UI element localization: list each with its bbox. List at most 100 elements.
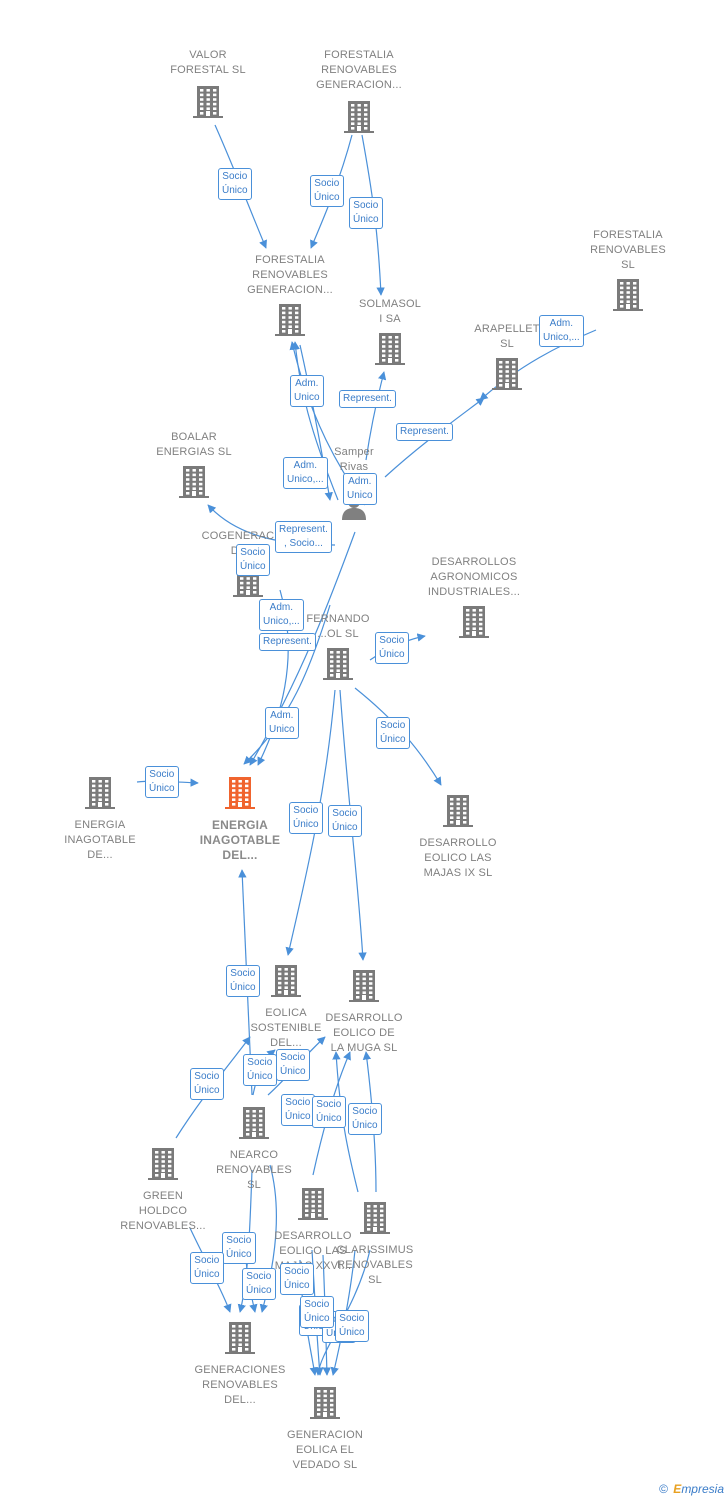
node-fernando[interactable]: FERNANDO ...OL SL	[273, 612, 403, 685]
node-label: ARAPELLET SL	[474, 323, 540, 350]
building-icon	[273, 646, 403, 685]
node-boalar[interactable]: BOALAR ENERGIAS SL	[129, 430, 259, 503]
relation-badge[interactable]: Socio Único	[222, 1232, 256, 1264]
node-frsl[interactable]: FORESTALIA RENOVABLES SL	[563, 228, 693, 316]
relation-badge[interactable]: Socio Único	[289, 802, 323, 834]
footer: © Empresia	[659, 1482, 724, 1496]
building-icon	[325, 331, 455, 370]
relation-badge[interactable]: Socio Único	[276, 1049, 310, 1081]
relation-badge[interactable]: Socio Único	[218, 168, 252, 200]
relation-badge[interactable]: Socio Único	[300, 1296, 334, 1328]
building-icon	[260, 1385, 390, 1424]
building-icon	[442, 356, 572, 395]
node-nearco[interactable]: NEARCO RENOVABLES SL	[189, 1105, 319, 1193]
building-icon	[393, 793, 523, 832]
node-label: DESARROLLO EOLICO DE LA MUGA SL	[325, 1012, 403, 1054]
relation-badge[interactable]: Socio Único	[281, 1094, 315, 1126]
node-label: SOLMASOL I SA	[358, 298, 422, 325]
relation-badge[interactable]: Socio Único	[376, 717, 410, 749]
building-icon	[409, 604, 539, 643]
building-icon	[175, 775, 305, 814]
building-icon	[294, 99, 424, 138]
relation-badge[interactable]: Represent.	[339, 390, 396, 408]
node-einag2[interactable]: ENERGIA INAGOTABLE DEL...	[175, 775, 305, 863]
node-arapellet[interactable]: ARAPELLET SL	[442, 322, 572, 395]
node-label: GENERACION EOLICA EL VEDADO SL	[287, 1429, 363, 1471]
building-icon	[98, 1146, 228, 1185]
node-label: DESARROLLO EOLICO LAS MAJAS IX SL	[419, 837, 497, 879]
node-eolsost[interactable]: EOLICA SOSTENIBLE DEL...	[221, 963, 351, 1051]
node-green[interactable]: GREEN HOLDCO RENOVABLES...	[98, 1146, 228, 1234]
relation-badge[interactable]: Socio Único	[310, 175, 344, 207]
building-icon	[189, 1105, 319, 1144]
node-label: GREEN HOLDCO RENOVABLES...	[120, 1190, 206, 1232]
node-label: DESARROLLOS AGRONOMICOS INDUSTRIALES...	[427, 556, 521, 598]
building-icon	[225, 302, 355, 341]
brand-initial: E	[673, 1482, 682, 1496]
relation-badge[interactable]: Adm. Unico,...	[539, 315, 584, 347]
node-majas9[interactable]: DESARROLLO EOLICO LAS MAJAS IX SL	[393, 793, 523, 881]
relation-badge[interactable]: Represent. , Socio...	[275, 521, 332, 553]
relation-badge[interactable]: Socio Único	[375, 632, 409, 664]
relation-badge[interactable]: Socio Único	[242, 1268, 276, 1300]
relation-edge	[243, 604, 331, 765]
relation-edge	[285, 689, 336, 956]
node-label: FORESTALIA RENOVABLES GENERACION...	[316, 49, 402, 91]
node-solmasol[interactable]: SOLMASOL I SA	[325, 297, 455, 370]
relation-badge[interactable]: Adm. Unico	[265, 707, 299, 739]
copyright-symbol: ©	[659, 1482, 668, 1496]
relation-badge[interactable]: Socio Único	[190, 1068, 224, 1100]
node-label: EOLICA SOSTENIBLE DEL...	[250, 1007, 322, 1049]
relation-badge[interactable]: Socio Único	[335, 1310, 369, 1342]
node-label: ENERGIA INAGOTABLE DEL...	[199, 818, 281, 862]
brand-name: mpresia	[681, 1482, 724, 1496]
relation-badge[interactable]: Socio Único	[348, 1103, 382, 1135]
building-icon	[129, 464, 259, 503]
relation-badge[interactable]: Adm. Unico,...	[283, 457, 328, 489]
building-icon	[310, 1200, 440, 1239]
node-muga[interactable]: DESARROLLO EOLICO DE LA MUGA SL	[299, 968, 429, 1056]
relation-badge[interactable]: Socio Único	[236, 544, 270, 576]
relation-badge[interactable]: Socio Único	[190, 1252, 224, 1284]
node-label: GENERACIONES RENOVABLES DEL...	[194, 1364, 286, 1406]
relation-badge[interactable]: Socio Único	[243, 1054, 277, 1086]
node-label: FORESTALIA RENOVABLES SL	[590, 229, 666, 271]
building-icon	[299, 968, 429, 1007]
relation-badge[interactable]: Socio Único	[312, 1096, 346, 1128]
relation-badge[interactable]: Socio Único	[328, 805, 362, 837]
node-clarissimus[interactable]: CLARISSIMUS RENOVABLES SL	[310, 1200, 440, 1288]
node-label: BOALAR ENERGIAS SL	[156, 431, 232, 458]
relation-edge	[332, 1051, 359, 1193]
relation-badge[interactable]: Socio Único	[349, 197, 383, 229]
node-vedado[interactable]: GENERACION EOLICA EL VEDADO SL	[260, 1385, 390, 1473]
node-frg1[interactable]: FORESTALIA RENOVABLES GENERACION...	[294, 48, 424, 138]
node-label: NEARCO RENOVABLES SL	[216, 1149, 292, 1191]
node-label: FORESTALIA RENOVABLES GENERACION...	[247, 254, 333, 296]
node-label: FERNANDO ...OL SL	[306, 613, 370, 640]
node-label: VALOR FORESTAL SL	[170, 49, 246, 76]
building-icon	[35, 775, 165, 814]
relation-badge[interactable]: Socio Único	[145, 766, 179, 798]
building-icon	[221, 963, 351, 1002]
node-genren[interactable]: GENERACIONES RENOVABLES DEL...	[175, 1320, 305, 1408]
relation-badge[interactable]: Socio Único	[280, 1263, 314, 1295]
node-desagro[interactable]: DESARROLLOS AGRONOMICOS INDUSTRIALES...	[409, 555, 539, 643]
relation-badge[interactable]: Adm. Unico,...	[259, 599, 304, 631]
building-icon	[175, 1320, 305, 1359]
relation-badge[interactable]: Socio Único	[226, 965, 260, 997]
node-einag1[interactable]: ENERGIA INAGOTABLE DE...	[35, 775, 165, 863]
relation-badge[interactable]: Adm. Unico	[343, 473, 377, 505]
relation-badge[interactable]: Represent.	[396, 423, 453, 441]
node-valor[interactable]: VALOR FORESTAL SL	[143, 48, 273, 123]
relation-edge	[291, 341, 339, 501]
building-icon	[563, 277, 693, 316]
node-label: CLARISSIMUS RENOVABLES SL	[336, 1244, 414, 1286]
node-frg2[interactable]: FORESTALIA RENOVABLES GENERACION...	[225, 253, 355, 341]
node-label: ENERGIA INAGOTABLE DE...	[64, 819, 136, 861]
building-icon	[248, 1186, 378, 1225]
relation-edge	[365, 371, 387, 461]
building-icon	[143, 84, 273, 123]
relation-badge[interactable]: Adm. Unico	[290, 375, 324, 407]
relation-badge[interactable]: Represent.	[259, 633, 316, 651]
